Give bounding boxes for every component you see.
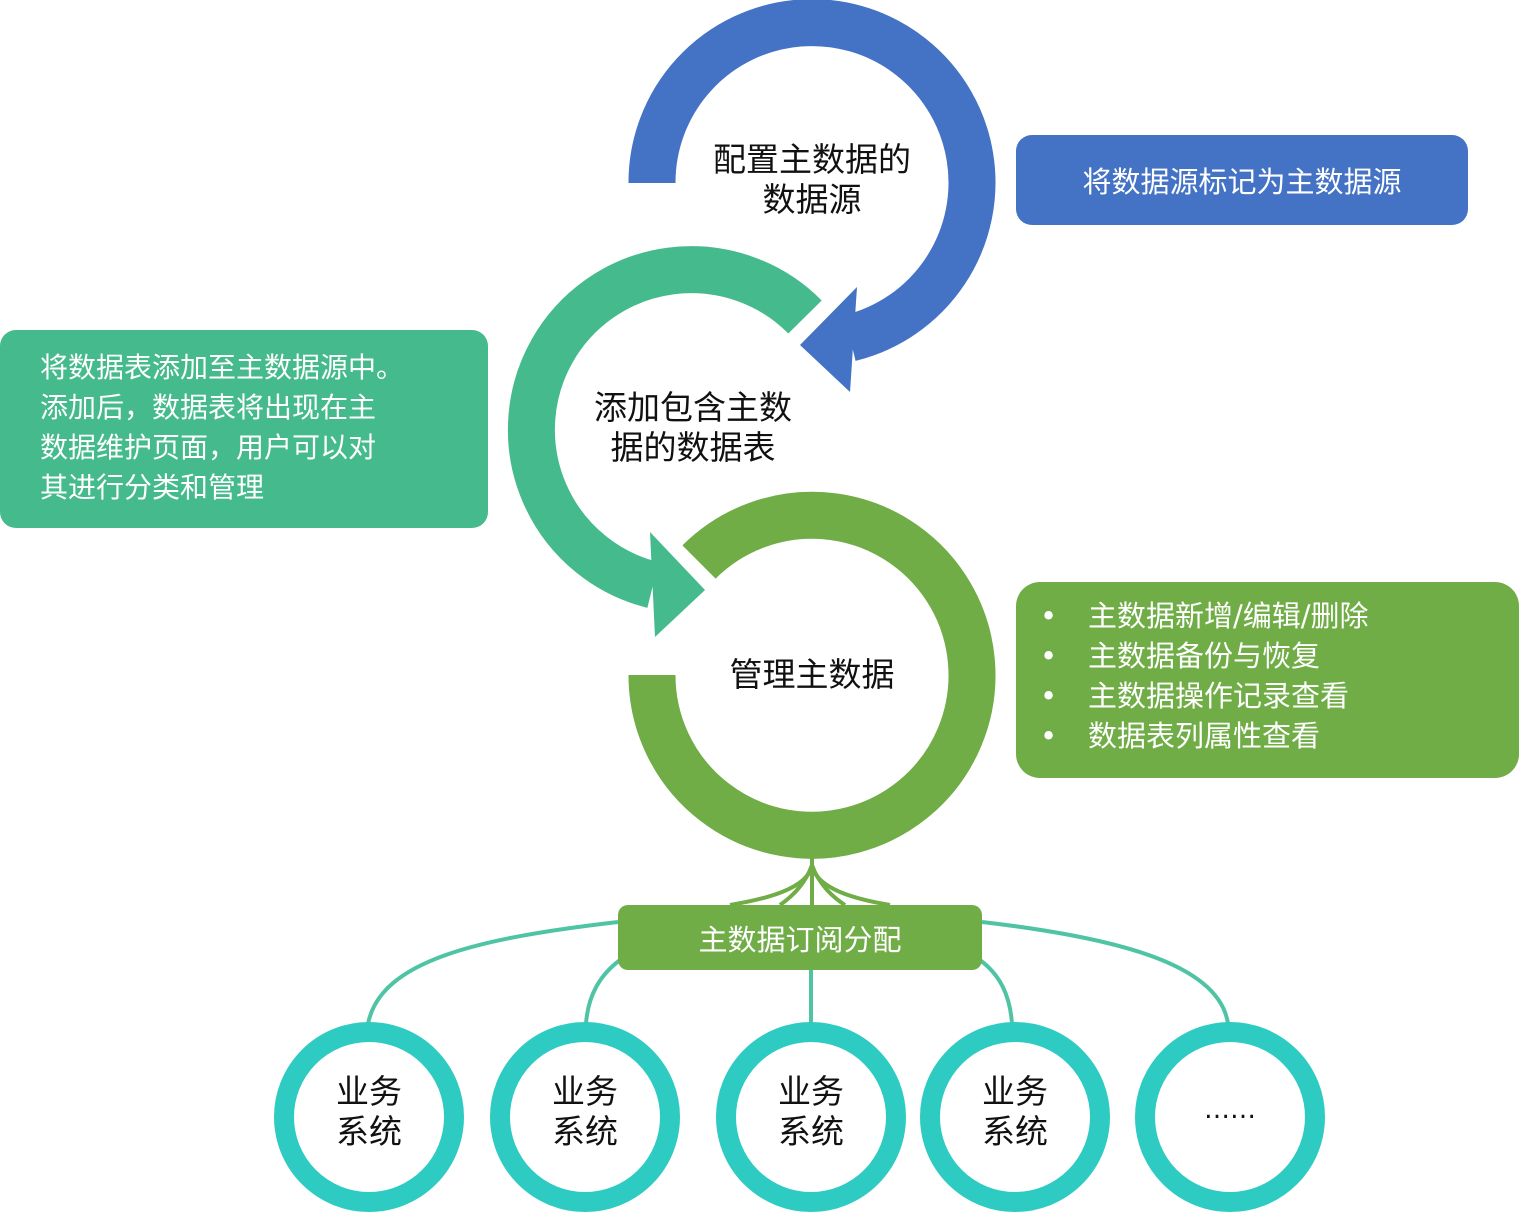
system-circle-3 — [716, 1022, 906, 1212]
step3-feature-list: • 主数据新增/编辑/删除 • 主数据备份与恢复 • 主数据操作记录查看 • 数据表列属… — [1040, 596, 1519, 756]
step1-label: 配置主数据的 数据源 — [662, 140, 962, 220]
step2-note-line: 其进行分类和管理 — [40, 471, 265, 504]
step2-note: 将数据表添加至主数据源中。 添加后，数据表将出现在主 数据维护页面，用户可以对 … — [0, 330, 488, 528]
fan-lines — [729, 855, 891, 907]
bullet-icon: • — [1040, 639, 1058, 673]
system-circle-4 — [920, 1022, 1110, 1212]
step2-arrowhead-icon — [650, 532, 705, 637]
step1-note: 将数据源标记为主数据源 — [1016, 135, 1468, 225]
subscription-distribution-box: 主数据订阅分配 — [618, 905, 982, 970]
list-item-text: 主数据备份与恢复 — [1088, 639, 1321, 673]
list-item: • 主数据备份与恢复 — [1040, 636, 1519, 676]
system-circles — [274, 1022, 1325, 1212]
system-label-line1: 业务 — [336, 1072, 402, 1111]
system-label-line1: 业务 — [778, 1072, 844, 1111]
step1-label-line1: 配置主数据的 — [713, 140, 911, 179]
connector-2 — [584, 958, 622, 1025]
system-label-4: 业务 系统 — [915, 1072, 1115, 1152]
connector-1 — [366, 920, 619, 1025]
step2-note-line: 添加后，数据表将出现在主 — [40, 391, 377, 424]
system-label-more: …… — [1130, 1090, 1330, 1130]
connector-5 — [981, 920, 1230, 1025]
list-item: • 主数据新增/编辑/删除 — [1040, 596, 1519, 636]
system-label-line2: 系统 — [552, 1112, 618, 1151]
step1-label-line2: 数据源 — [762, 180, 862, 219]
list-item-text: 主数据操作记录查看 — [1088, 679, 1350, 713]
step2-label-line2: 据的数据表 — [610, 428, 776, 467]
step2-note-line: 数据维护页面，用户可以对 — [40, 431, 377, 464]
system-label-line2: 系统 — [982, 1112, 1048, 1151]
step3-note: • 主数据新增/编辑/删除 • 主数据备份与恢复 • 主数据操作记录查看 • 数据表列属… — [1016, 582, 1519, 778]
bullet-icon: • — [1040, 599, 1058, 633]
step2-ring — [507, 246, 822, 608]
list-item: • 主数据操作记录查看 — [1040, 676, 1519, 716]
system-label-line1: 业务 — [552, 1072, 618, 1111]
step3-ring — [628, 491, 996, 859]
step2-label: 添加包含主数 据的数据表 — [543, 388, 843, 468]
step2-note-line: 将数据表添加至主数据源中。 — [40, 351, 405, 384]
ellipsis-label: …… — [1204, 1095, 1256, 1125]
connector-4 — [978, 958, 1014, 1025]
system-label-line2: 系统 — [336, 1112, 402, 1151]
step2-label-line1: 添加包含主数 — [594, 388, 792, 427]
system-label-1: 业务 系统 — [269, 1072, 469, 1152]
system-label-line1: 业务 — [982, 1072, 1048, 1111]
bullet-icon: • — [1040, 679, 1058, 713]
step3-label: 管理主数据 — [729, 655, 895, 694]
step1-arrowhead-icon — [800, 287, 857, 392]
system-circle-1 — [274, 1022, 464, 1212]
system-label-3: 业务 系统 — [711, 1072, 911, 1152]
system-circle-2 — [490, 1022, 680, 1212]
system-circle-5 — [1135, 1022, 1325, 1212]
list-item: • 数据表列属性查看 — [1040, 716, 1519, 756]
system-connectors — [366, 920, 1230, 1025]
list-item-text: 主数据新增/编辑/删除 — [1088, 599, 1369, 633]
system-label-2: 业务 系统 — [485, 1072, 685, 1152]
list-item-text: 数据表列属性查看 — [1088, 719, 1321, 753]
bullet-icon: • — [1040, 719, 1058, 753]
system-label-line2: 系统 — [778, 1112, 844, 1151]
step1-ring — [628, 0, 996, 361]
